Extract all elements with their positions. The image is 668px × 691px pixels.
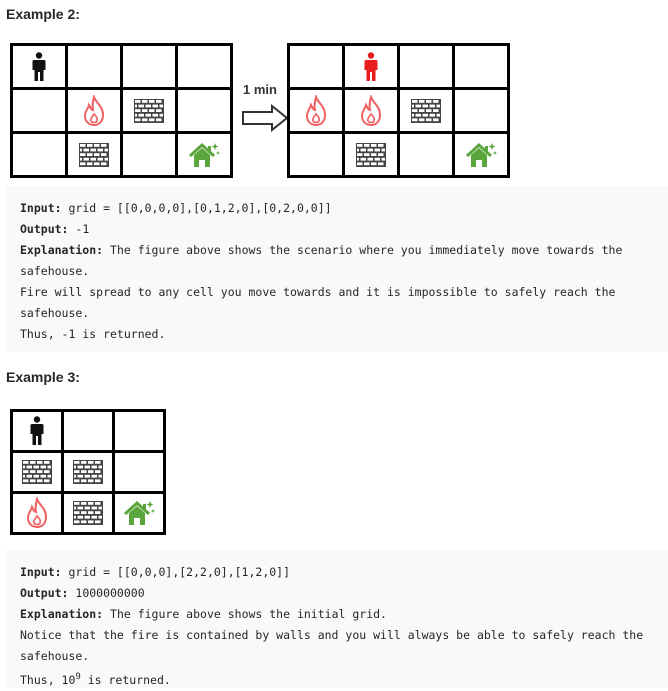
- grid-cell: [13, 494, 61, 532]
- example-2-grid-after: [287, 43, 510, 178]
- text-line: Thus, 109 is returned.: [20, 672, 171, 687]
- example-3-grid: [10, 409, 166, 535]
- wall-icon: [22, 460, 52, 484]
- example-2-code-block: Input: grid = [[0,0,0,0],[0,1,2,0],[0,2,…: [6, 186, 668, 352]
- grid-cell: [178, 134, 230, 175]
- grid-cell: [123, 134, 175, 175]
- grid-cell: [455, 46, 507, 87]
- grid-cell: [400, 134, 452, 175]
- grid-cell: [64, 412, 112, 450]
- text-line: safehouse.: [20, 649, 90, 663]
- grid-cell: [455, 90, 507, 131]
- wall-icon: [411, 98, 441, 123]
- grid-cell: [13, 453, 61, 491]
- safehouse-icon: [464, 140, 498, 170]
- grid-cell: [123, 46, 175, 87]
- output-line: Output: -1: [20, 222, 90, 236]
- grid-cell: [64, 494, 112, 532]
- grid-cell: [178, 46, 230, 87]
- grid-cell: [13, 412, 61, 450]
- input-line: Input: grid = [[0,0,0],[2,2,0],[1,2,0]]: [20, 565, 291, 579]
- right-arrow-icon: [242, 104, 288, 132]
- grid-cell: [13, 134, 65, 175]
- explanation-line: Explanation: The figure above shows the …: [20, 243, 623, 257]
- grid-cell: [400, 90, 452, 131]
- grid-cell: [290, 134, 342, 175]
- safehouse-icon: [122, 498, 156, 528]
- grid-cell: [68, 90, 120, 131]
- wall-icon: [134, 98, 164, 123]
- example-2-heading: Example 2:: [6, 6, 80, 22]
- example-3-heading: Example 3:: [6, 369, 80, 385]
- safehouse-icon: [187, 140, 221, 170]
- person-red-icon: [364, 51, 378, 82]
- input-line: Input: grid = [[0,0,0,0],[0,1,2,0],[0,2,…: [20, 201, 332, 215]
- wall-icon: [73, 460, 103, 484]
- text-line: Thus, -1 is returned.: [20, 327, 166, 341]
- wall-icon: [356, 142, 386, 167]
- explanation-line: Explanation: The figure above shows the …: [20, 607, 387, 621]
- grid-cell: [13, 46, 65, 87]
- fire-icon: [358, 94, 384, 127]
- grid-cell: [115, 494, 163, 532]
- text-line: safehouse.: [20, 264, 90, 278]
- grid-cell: [345, 90, 397, 131]
- grid-cell: [115, 412, 163, 450]
- wall-icon: [79, 142, 109, 167]
- fire-icon: [24, 497, 50, 529]
- output-line: Output: 1000000000: [20, 586, 145, 600]
- text-line: Notice that the fire is contained by wal…: [20, 628, 644, 642]
- fire-icon: [81, 94, 107, 127]
- grid-cell: [455, 134, 507, 175]
- text-line: Fire will spread to any cell you move to…: [20, 285, 616, 299]
- grid-cell: [400, 46, 452, 87]
- grid-cell: [345, 134, 397, 175]
- grid-cell: [68, 46, 120, 87]
- time-step-label: 1 min: [243, 82, 277, 97]
- grid-cell: [115, 453, 163, 491]
- grid-cell: [13, 90, 65, 131]
- wall-icon: [73, 501, 103, 525]
- grid-cell: [68, 134, 120, 175]
- person-icon: [30, 416, 44, 446]
- grid-cell: [123, 90, 175, 131]
- grid-cell: [290, 46, 342, 87]
- grid-cell: [345, 46, 397, 87]
- fire-icon: [303, 94, 329, 127]
- example-2-grid-before: [10, 43, 233, 178]
- grid-cell: [178, 90, 230, 131]
- person-icon: [32, 51, 46, 82]
- grid-cell: [64, 453, 112, 491]
- example-3-code-block: Input: grid = [[0,0,0],[2,2,0],[1,2,0]] …: [6, 550, 668, 688]
- grid-cell: [290, 90, 342, 131]
- text-line: safehouse.: [20, 306, 90, 320]
